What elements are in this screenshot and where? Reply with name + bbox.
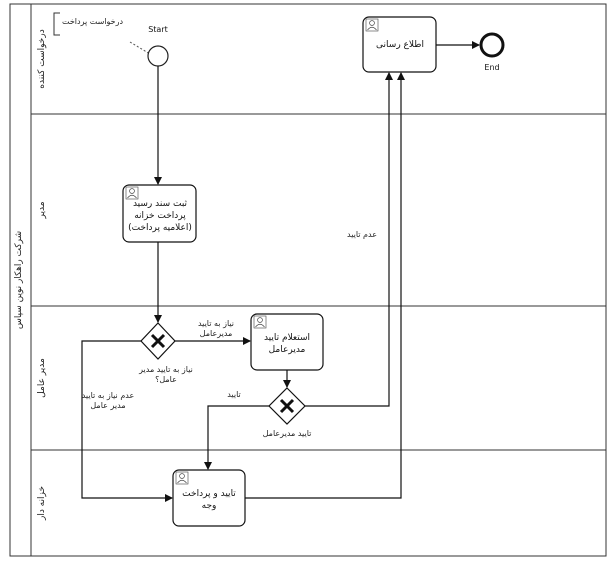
annotation-association — [129, 41, 151, 55]
start-event-label: Start — [148, 25, 168, 34]
task-inquiry-line-1: استعلام تایید — [264, 333, 310, 343]
svg-text:مدیرعامل: مدیرعامل — [200, 329, 233, 338]
exclusive-x-icon — [150, 333, 166, 349]
user-icon — [125, 186, 139, 200]
task-approve-pay-line-1: تایید و پرداخت — [182, 489, 236, 499]
svg-text:عامل؟: عامل؟ — [155, 375, 177, 384]
flow-gateway-to-pay-no-ceo[interactable] — [81, 340, 173, 502]
task-inform-label: اطلاع رسانی — [376, 40, 424, 50]
gateway-needs-approval-line-1: نیاز به تایید مدیر — [138, 365, 193, 374]
svg-text:نیاز به تایید مدیر: نیاز به تایید مدیر — [138, 365, 193, 374]
pool-border — [9, 3, 607, 557]
flow-rejected-to-inform[interactable] — [305, 72, 393, 407]
svg-text:مدیر عامل: مدیر عامل — [90, 401, 125, 410]
task-inquiry-line-2: مدیرعامل — [269, 345, 306, 355]
lane-label-requester: درخواست کننده — [37, 29, 47, 88]
user-icon — [253, 315, 267, 329]
task-inform[interactable]: اطلاع رسانی — [362, 16, 437, 73]
svg-text:تایید و پرداخت: تایید و پرداخت — [182, 489, 236, 499]
svg-text:وجه: وجه — [202, 501, 217, 511]
task-approve-pay[interactable]: تایید و پرداخت وجه — [172, 469, 246, 527]
gateway-ceo-approval-label: تایید مدیرعامل — [263, 429, 312, 438]
lane-label-ceo: مدیر عامل — [37, 358, 47, 398]
end-event-label: End — [484, 63, 499, 72]
task-register-line-3: (اعلامیه پرداخت) — [128, 223, 192, 233]
flow-label-no-need-2: مدیر عامل — [90, 401, 125, 410]
annotation-text: درخواست پرداخت — [62, 17, 123, 26]
svg-text:عدم نیاز به تایید: عدم نیاز به تایید — [82, 391, 135, 400]
task-approve-pay-line-2: وجه — [202, 501, 217, 511]
svg-text:مدیرعامل: مدیرعامل — [269, 345, 306, 355]
task-register-receipt[interactable]: ثبت سند رسید پرداخت خزانه (اعلامیه پرداخ… — [122, 184, 197, 243]
flow-label-rejected: عدم تایید — [347, 230, 377, 239]
task-register-line-2: پرداخت خزانه — [134, 211, 186, 221]
pool-label: شرکت راهکار نوین سپاس — [14, 231, 24, 329]
lane-label-manager: مدیر — [37, 201, 47, 219]
flow-pay-to-inform[interactable] — [245, 72, 405, 499]
svg-text:پرداخت خزانه: پرداخت خزانه — [134, 211, 186, 221]
gateway-ceo-approval[interactable] — [268, 387, 306, 425]
user-icon — [175, 471, 189, 485]
annotation-bracket — [53, 12, 60, 36]
flow-label-no-need-1: عدم نیاز به تایید — [82, 391, 135, 400]
task-ceo-inquiry[interactable]: استعلام تایید مدیرعامل — [250, 313, 324, 371]
svg-text:نیاز به تایید: نیاز به تایید — [198, 319, 234, 328]
task-register-line-1: ثبت سند رسید — [133, 199, 188, 209]
flow-label-needs-ceo-1: نیاز به تایید — [198, 319, 234, 328]
svg-text:(اعلامیه پرداخت): (اعلامیه پرداخت) — [128, 223, 192, 233]
gateway-needs-approval-line-2: عامل؟ — [155, 375, 177, 384]
exclusive-x-icon — [279, 398, 295, 414]
svg-text:ثبت سند رسید: ثبت سند رسید — [133, 199, 188, 209]
end-event[interactable] — [479, 32, 505, 58]
gateway-needs-approval[interactable] — [140, 322, 176, 360]
flow-approved-to-pay[interactable] — [204, 405, 269, 470]
lane-label-treasurer: خزانه دار — [37, 486, 47, 521]
svg-text:استعلام تایید: استعلام تایید — [264, 333, 310, 343]
svg-text:اطلاع رسانی: اطلاع رسانی — [376, 40, 424, 50]
flow-label-approved: تایید — [227, 390, 241, 399]
user-icon — [365, 18, 379, 32]
flow-label-needs-ceo-2: مدیرعامل — [200, 329, 233, 338]
start-event[interactable] — [147, 45, 169, 67]
